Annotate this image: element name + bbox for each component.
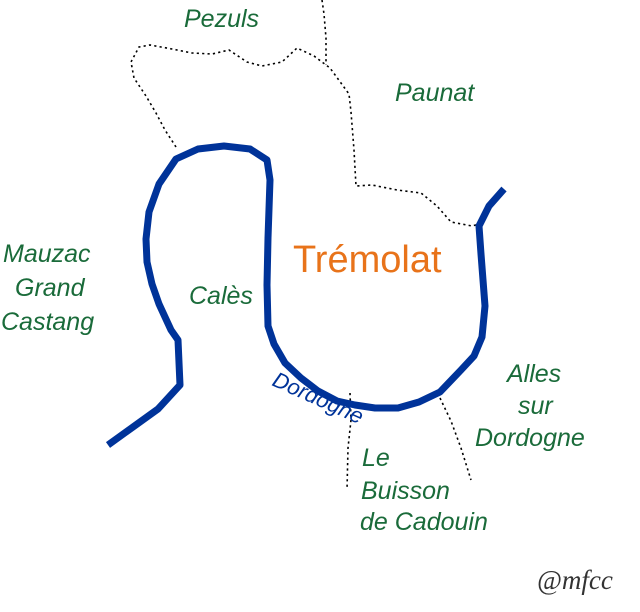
label-sur: sur xyxy=(518,392,554,420)
label-tremolat: Trémolat xyxy=(293,239,442,281)
label-de-cadouin: de Cadouin xyxy=(360,508,488,536)
label-castang: Castang xyxy=(1,308,94,336)
label-le: Le xyxy=(362,444,390,472)
label-mauzac: Mauzac xyxy=(3,240,91,268)
label-buisson: Buisson xyxy=(361,477,450,505)
label-pezuls: Pezuls xyxy=(184,5,259,33)
boundary-buisson-west xyxy=(346,392,352,491)
label-paunat: Paunat xyxy=(395,79,475,107)
label-cales: Calès xyxy=(189,282,253,310)
dordogne-river xyxy=(105,142,507,448)
boundary-north xyxy=(130,44,480,227)
label-alles: Alles xyxy=(505,360,561,388)
signature-mfcc: @mfcc xyxy=(537,565,613,595)
boundary-pezuls-paunat xyxy=(321,0,327,65)
boundary-buisson-east xyxy=(439,397,472,481)
commune-boundaries xyxy=(130,0,480,491)
label-dordogne-commune: Dordogne xyxy=(475,424,585,452)
label-grand: Grand xyxy=(15,274,86,302)
label-dordogne-river: Dordogne xyxy=(269,367,367,429)
